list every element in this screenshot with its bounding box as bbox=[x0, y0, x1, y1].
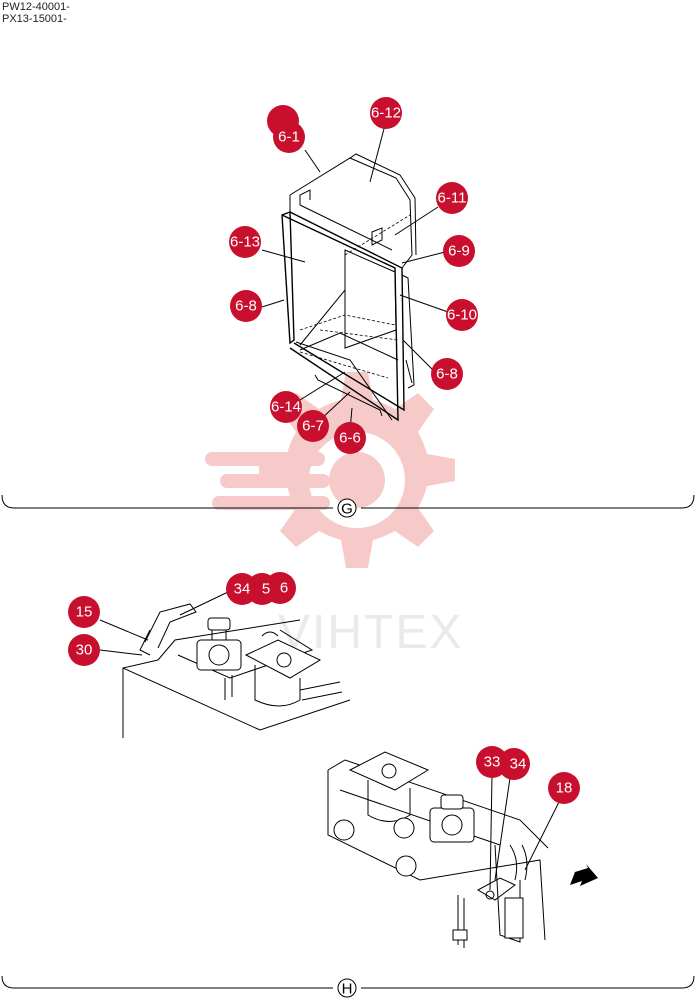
callout-6-9[interactable]: 6-9 bbox=[443, 235, 475, 267]
callout-6-7[interactable]: 6-7 bbox=[297, 410, 329, 442]
callout-6-13[interactable]: 6-13 bbox=[229, 226, 261, 258]
section-g-callouts: 6-1 6-12 6-11 6-13 6-9 6-8 6-10 6-8 6-14… bbox=[229, 97, 478, 454]
callout-label: 6-6 bbox=[339, 430, 361, 447]
callout-label: 6-11 bbox=[438, 190, 467, 207]
callout-label: 6-7 bbox=[302, 418, 324, 435]
callout-label: 30 bbox=[76, 642, 93, 659]
callout-label: 6-9 bbox=[448, 243, 470, 260]
callout-6-11[interactable]: 6-11 bbox=[436, 182, 468, 214]
callout-label: 6-13 bbox=[230, 234, 260, 251]
valve-assembly-drawing bbox=[327, 751, 561, 948]
callout-label: 5 bbox=[262, 581, 270, 598]
watermark-text: VIHTEX bbox=[278, 606, 463, 659]
callout-label: 6-12 bbox=[371, 105, 401, 122]
section-letter-h: H bbox=[342, 981, 353, 998]
callout-label: 33 bbox=[484, 754, 501, 771]
callout-label: 34 bbox=[234, 581, 251, 598]
callout-label: 6 bbox=[280, 580, 288, 597]
serial-range-1: PW12-40001- bbox=[2, 1, 70, 13]
serial-range-2: PX13-15001- bbox=[2, 13, 67, 25]
watermark: VIHTEX bbox=[205, 372, 463, 659]
callout-label: 6-10 bbox=[447, 307, 477, 324]
section-h-divider: H bbox=[1, 975, 695, 998]
section-h-callouts-b: 34 33 18 bbox=[476, 746, 580, 804]
callout-30[interactable]: 30 bbox=[68, 634, 100, 666]
section-h-callouts-a: 6 5 34 15 30 bbox=[68, 572, 296, 666]
callout-34-a[interactable]: 34 bbox=[226, 573, 258, 605]
callout-6-14[interactable]: 6-14 bbox=[270, 391, 302, 423]
section-g-divider: G bbox=[1, 494, 695, 518]
valve-bracket-drawing bbox=[99, 591, 351, 738]
callout-33[interactable]: 33 bbox=[476, 746, 508, 778]
shroud-drawing bbox=[261, 124, 449, 431]
callout-label: 6-1 bbox=[278, 129, 300, 146]
arrow-icon bbox=[570, 864, 598, 886]
callout-18[interactable]: 18 bbox=[548, 772, 580, 804]
callout-label: 18 bbox=[556, 780, 573, 797]
callout-label: 6-8 bbox=[436, 366, 458, 383]
callout-15[interactable]: 15 bbox=[68, 596, 100, 628]
callout-6-1[interactable]: 6-1 bbox=[273, 121, 305, 153]
callout-6-12[interactable]: 6-12 bbox=[370, 97, 402, 129]
callout-label: 15 bbox=[76, 604, 93, 621]
section-letter-g: G bbox=[341, 501, 353, 518]
callout-6-8-right[interactable]: 6-8 bbox=[431, 358, 463, 390]
callout-6-6[interactable]: 6-6 bbox=[334, 422, 366, 454]
callout-6-10[interactable]: 6-10 bbox=[446, 299, 478, 331]
callout-label: 34 bbox=[510, 756, 527, 773]
callout-label: 6-8 bbox=[235, 298, 257, 315]
callout-6-8-left[interactable]: 6-8 bbox=[230, 290, 262, 322]
gear-icon bbox=[205, 372, 455, 568]
callout-label: 6-14 bbox=[271, 399, 301, 416]
